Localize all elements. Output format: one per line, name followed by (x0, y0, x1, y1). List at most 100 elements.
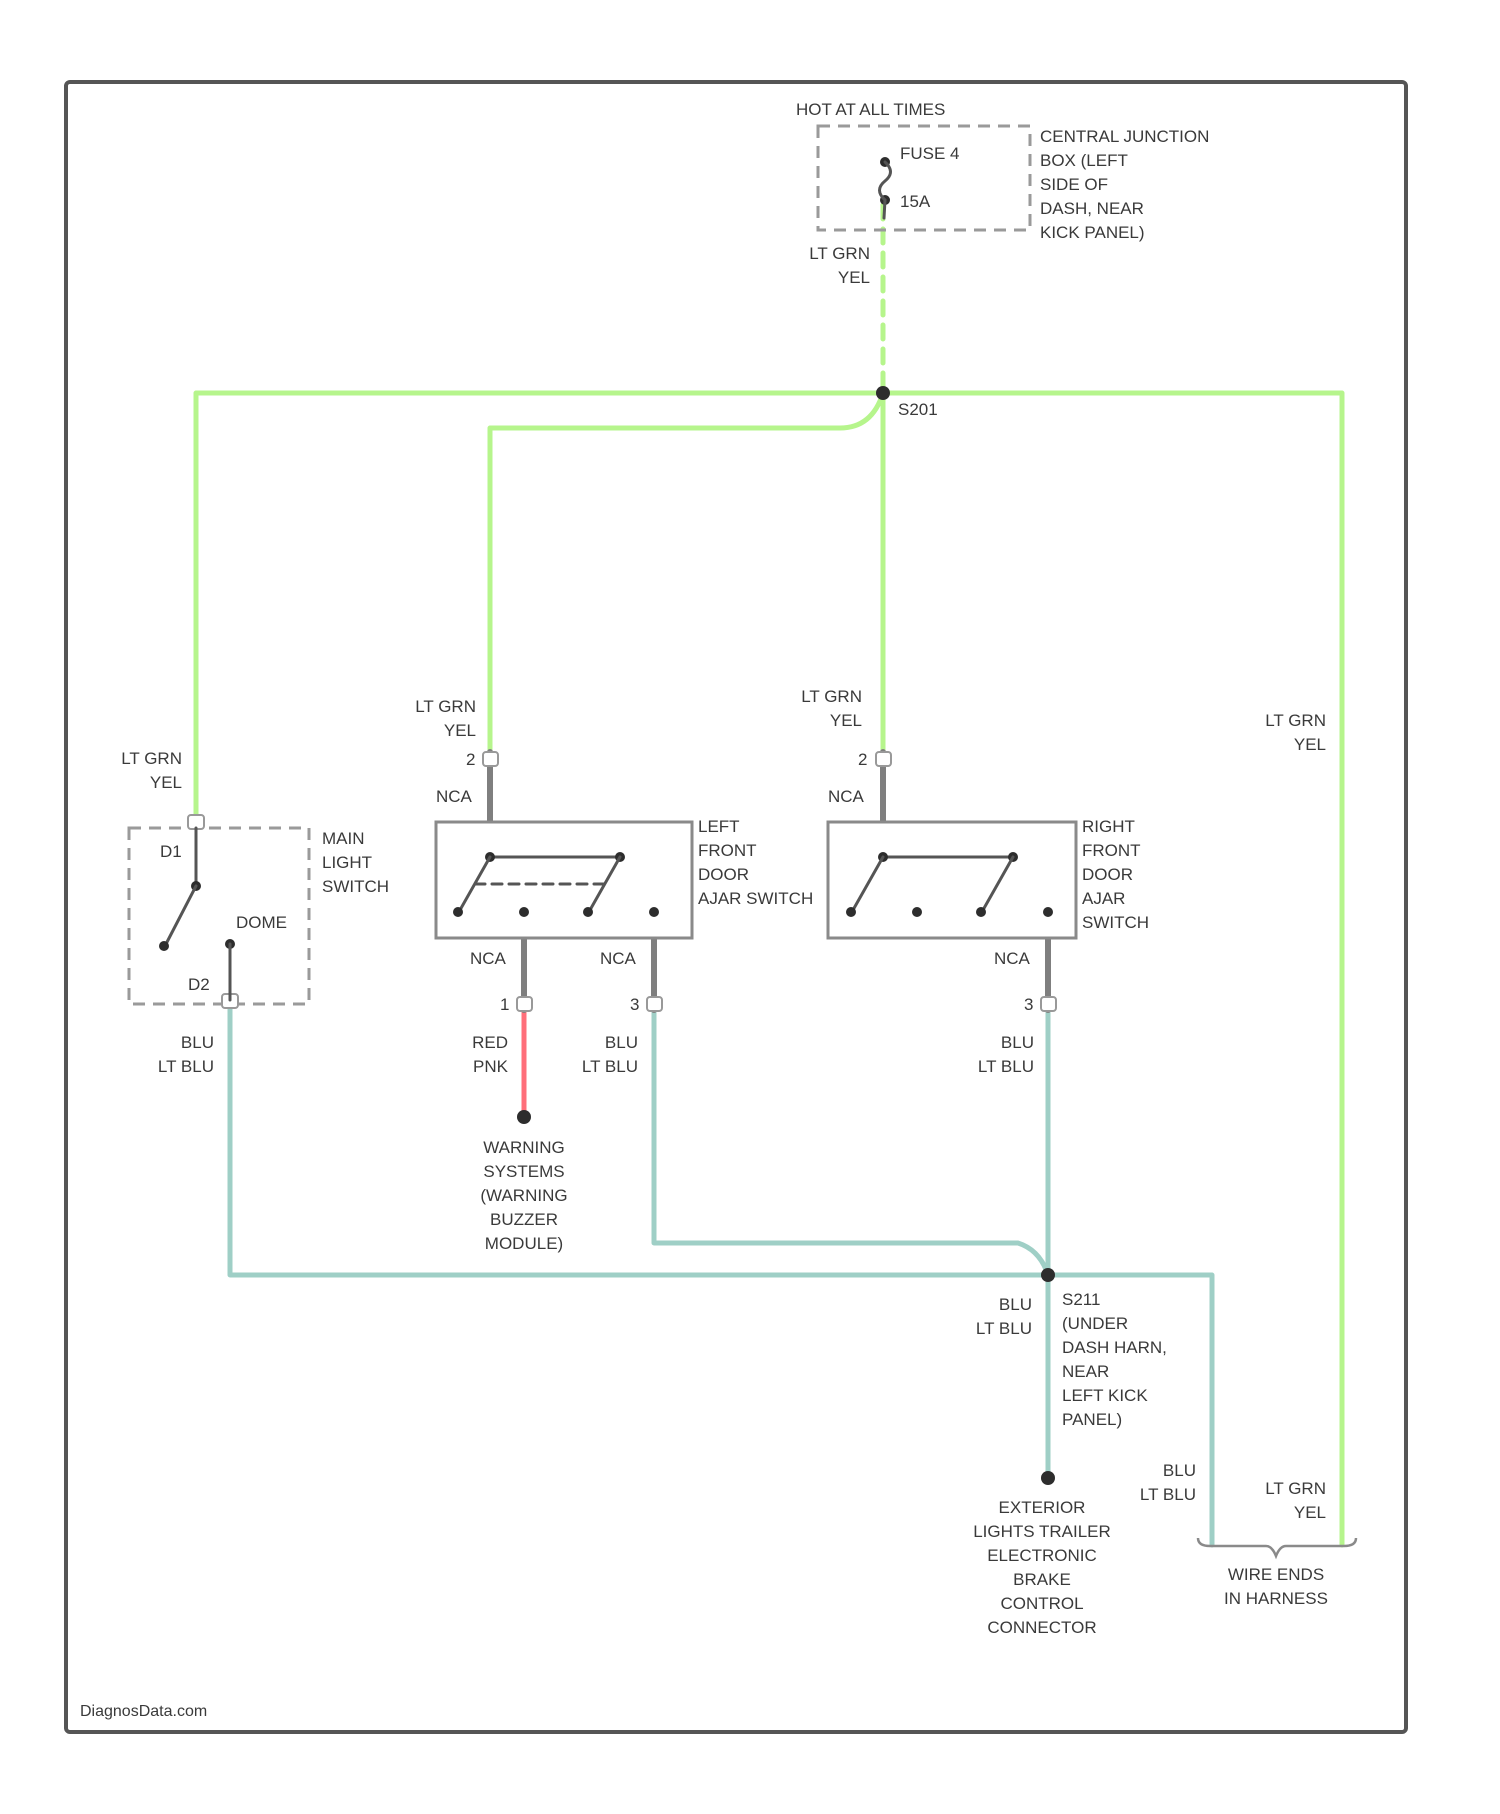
wire-color-label: LT GRN (809, 244, 870, 263)
right-door-pin-3-label: 3 (1024, 995, 1033, 1014)
component-label-line: FRONT (698, 841, 757, 860)
location-line: SIDE OF (1040, 175, 1108, 194)
watermark: DiagnosData.com (80, 1703, 207, 1720)
component-label-line: DOOR (698, 865, 749, 884)
component-label-line: DOOR (1082, 865, 1133, 884)
left-door-pin-3 (647, 997, 662, 1011)
splice-label-line: S211 (1062, 1290, 1100, 1309)
location-line: BOX (LEFT (1040, 151, 1128, 170)
pin-d2-label: D2 (188, 975, 210, 994)
left-door-pin-3-label: 3 (630, 995, 639, 1014)
left-door-contact-a (453, 907, 463, 917)
destination-label-line: SYSTEMS (483, 1162, 564, 1181)
dome-label: DOME (236, 913, 287, 932)
right-door-pin-2 (876, 752, 891, 766)
component-label-line: SWITCH (1082, 913, 1149, 932)
destination-label-line: BRAKE (1013, 1570, 1071, 1589)
wire-color-label: RED (472, 1033, 508, 1052)
wire-color-label: YEL (1294, 1503, 1326, 1522)
fuse-out-stub (884, 200, 885, 218)
destination-label-line: WIRE ENDS (1228, 1565, 1324, 1584)
splice-s211 (1041, 1268, 1055, 1282)
hot-at-all-times-label: HOT AT ALL TIMES (796, 100, 945, 119)
right-door-contact-b (912, 907, 922, 917)
wire-color-label: YEL (1294, 735, 1326, 754)
left-door-nca-top: NCA (436, 787, 473, 806)
left-door-contact-c (583, 907, 593, 917)
wire-color-label: LT BLU (582, 1057, 638, 1076)
destination-label-line: ELECTRONIC (987, 1546, 1097, 1565)
wire-color-label: YEL (150, 773, 182, 792)
wire-color-label: YEL (830, 711, 862, 730)
left-door-contact-b (519, 907, 529, 917)
component-label-line: AJAR (1082, 889, 1125, 908)
component-label-line: FRONT (1082, 841, 1141, 860)
left-door-pin-2-label: 2 (466, 750, 475, 769)
destination-label-line: MODULE) (485, 1234, 563, 1253)
switch-contact-left (159, 941, 169, 951)
right-door-switch-outline (828, 822, 1076, 938)
wire-color-label: LT GRN (1265, 1479, 1326, 1498)
right-door-pin-2-label: 2 (858, 750, 867, 769)
component-label-line: SWITCH (322, 877, 389, 896)
splice-label-line: NEAR (1062, 1362, 1109, 1381)
wire-color-label: LT BLU (978, 1057, 1034, 1076)
wire-color-label: LT BLU (1140, 1485, 1196, 1504)
destination-label-line: BUZZER (490, 1210, 558, 1229)
wire-color-label: LT GRN (1265, 711, 1326, 730)
wire-color-label: PNK (473, 1057, 509, 1076)
right-door-nca-top: NCA (828, 787, 865, 806)
right-door-nca-bottom: NCA (994, 949, 1031, 968)
pin-d1-label: D1 (160, 842, 182, 861)
warning-module-label: WARNING SYSTEMS (WARNING BUZZER MODULE) (480, 1138, 567, 1253)
splice-s201-label: S201 (898, 400, 938, 419)
left-door-switch-outline (436, 822, 692, 938)
fuse-label: FUSE 4 (900, 144, 960, 163)
destination-label-line: (WARNING (480, 1186, 567, 1205)
wire-color-label: BLU (1001, 1033, 1034, 1052)
splice-s201 (876, 386, 890, 400)
right-door-contact-d (1043, 907, 1053, 917)
splice-label-line: LEFT KICK (1062, 1386, 1148, 1405)
destination-label-line: IN HARNESS (1224, 1589, 1328, 1608)
left-door-pin-1-label: 1 (500, 995, 509, 1014)
right-door-pin-3 (1041, 997, 1056, 1011)
component-label-line: AJAR SWITCH (698, 889, 813, 908)
wire-color-label: LT BLU (158, 1057, 214, 1076)
destination-label-line: EXTERIOR (999, 1498, 1086, 1517)
splice-label-line: DASH HARN, (1062, 1338, 1167, 1357)
wire-color-label: LT GRN (121, 749, 182, 768)
right-door-contact-a (846, 907, 856, 917)
destination-label-line: WARNING (483, 1138, 565, 1157)
wire-color-label: LT BLU (976, 1319, 1032, 1338)
right-door-contact-c (976, 907, 986, 917)
trailer-connector-terminal (1041, 1471, 1055, 1485)
splice-label-line: PANEL) (1062, 1410, 1122, 1429)
component-label-line: LIGHT (322, 853, 372, 872)
wire-color-label: LT GRN (801, 687, 862, 706)
wire-color-label: LT GRN (415, 697, 476, 716)
destination-label-line: LIGHTS TRAILER (973, 1522, 1111, 1541)
location-line: DASH, NEAR (1040, 199, 1144, 218)
destination-label-line: CONTROL (1000, 1594, 1083, 1613)
left-door-pin-1 (517, 997, 532, 1011)
location-line: KICK PANEL) (1040, 223, 1145, 242)
fuse-rating: 15A (900, 192, 931, 211)
wire-color-label: BLU (999, 1295, 1032, 1314)
left-door-nca-bottom-2: NCA (600, 949, 637, 968)
wire-color-label: BLU (181, 1033, 214, 1052)
component-label-line: RIGHT (1082, 817, 1135, 836)
component-label-line: MAIN (322, 829, 365, 848)
left-door-pin-2 (483, 752, 498, 766)
wire-color-label: BLU (605, 1033, 638, 1052)
splice-label-line: (UNDER (1062, 1314, 1128, 1333)
wire-color-label: YEL (838, 268, 870, 287)
component-label-line: LEFT (698, 817, 740, 836)
left-door-contact-d (649, 907, 659, 917)
warning-module-terminal (517, 1110, 531, 1124)
destination-label-line: CONNECTOR (987, 1618, 1096, 1637)
wire-color-label: BLU (1163, 1461, 1196, 1480)
left-door-nca-bottom-1: NCA (470, 949, 507, 968)
location-line: CENTRAL JUNCTION (1040, 127, 1209, 146)
